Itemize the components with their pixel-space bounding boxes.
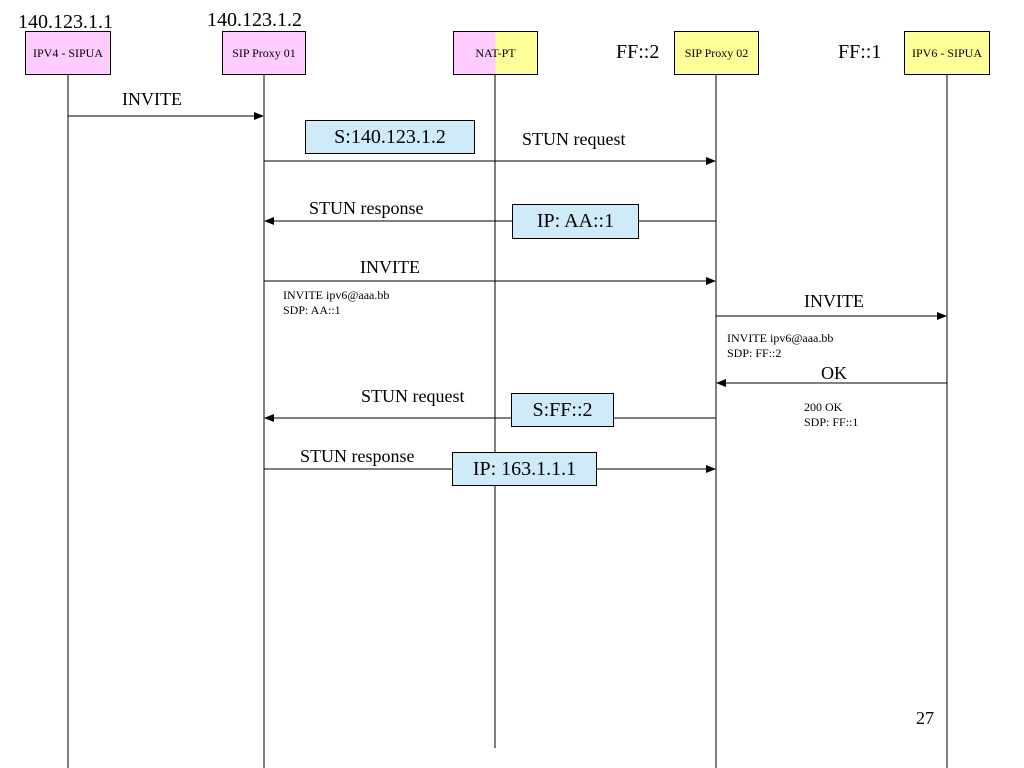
detail-invite1-line1: INVITE ipv6@aaa.bb	[283, 288, 390, 302]
note-ip-163: IP: 163.1.1.1	[452, 452, 597, 486]
detail-ok-line1: 200 OK	[804, 400, 843, 414]
label-stun-request-2: STUN request	[361, 386, 465, 406]
note-s-ff2: S:FF::2	[511, 393, 614, 427]
note-s-addr-1: S:140.123.1.2	[305, 120, 475, 154]
actor-proxy01-label: SIP Proxy 01	[232, 45, 296, 60]
note-s-ff2-text: S:FF::2	[532, 398, 593, 421]
note-ip-163-text: IP: 163.1.1.1	[472, 457, 577, 480]
detail-invite2-line2: SDP: FF::2	[727, 346, 782, 360]
label-stun-response-2: STUN response	[300, 446, 415, 466]
label-invite-1: INVITE	[122, 89, 182, 109]
address-ipv6-ua: FF::1	[838, 41, 882, 63]
detail-invite2: INVITE ipv6@aaa.bb SDP: FF::2	[727, 331, 833, 361]
actor-natpt: NAT-PT	[453, 31, 538, 75]
actor-proxy01: SIP Proxy 01	[222, 31, 306, 75]
actor-ipv4-ua-label: IPV4 - SIPUA	[32, 45, 103, 60]
note-ip-aa1: IP: AA::1	[512, 204, 639, 239]
actor-ipv4-ua: IPV4 - SIPUA	[25, 31, 111, 75]
address-ipv4-ua: 140.123.1.1	[18, 11, 113, 33]
actor-proxy02-label: SIP Proxy 02	[684, 45, 749, 60]
actor-ipv6-ua: IPV6 - SIPUA	[904, 31, 990, 75]
label-invite-2: INVITE	[360, 257, 420, 277]
detail-invite2-line1: INVITE ipv6@aaa.bb	[727, 331, 834, 345]
detail-invite1-line2: SDP: AA::1	[283, 303, 341, 317]
detail-ok-line2: SDP: FF::1	[804, 415, 859, 429]
label-stun-response-1: STUN response	[309, 198, 424, 218]
note-s-addr-1-text: S:140.123.1.2	[334, 125, 446, 148]
label-stun-request-1: STUN request	[522, 129, 626, 149]
actor-proxy02: SIP Proxy 02	[674, 31, 759, 75]
label-invite-3: INVITE	[804, 291, 864, 311]
label-ok: OK	[821, 363, 847, 383]
page-number: 27	[916, 708, 934, 728]
actor-natpt-label: NAT-PT	[475, 45, 516, 60]
detail-invite1: INVITE ipv6@aaa.bb SDP: AA::1	[283, 288, 389, 318]
actor-ipv6-ua-label: IPV6 - SIPUA	[911, 45, 982, 60]
detail-ok: 200 OK SDP: FF::1	[804, 400, 858, 430]
address-proxy01: 140.123.1.2	[207, 9, 302, 31]
note-ip-aa1-text: IP: AA::1	[536, 210, 615, 232]
address-proxy02: FF::2	[616, 41, 660, 63]
